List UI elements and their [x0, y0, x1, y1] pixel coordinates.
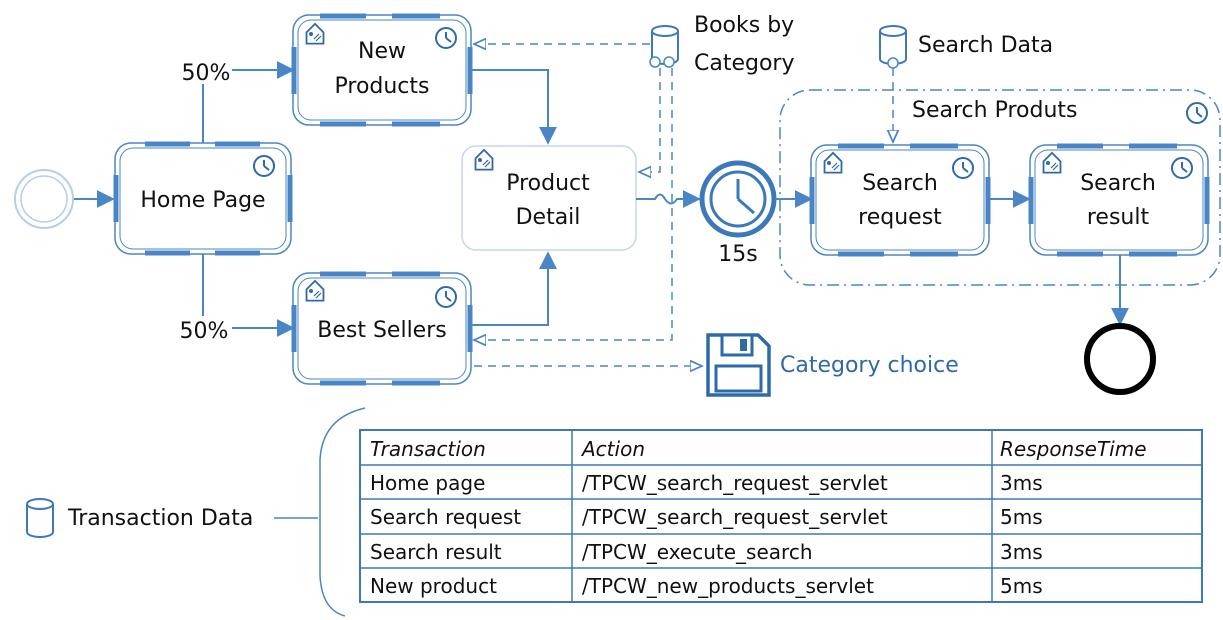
save-icon	[706, 333, 771, 397]
task-product-detail: Product Detail	[461, 145, 637, 251]
table-cell: 3ms	[1000, 471, 1043, 495]
table-cell: /TPCW_new_products_servlet	[582, 574, 874, 598]
clock-icon	[435, 27, 457, 49]
task-best-sellers: Best Sellers	[291, 271, 473, 386]
association-books-detail	[639, 68, 661, 172]
table-cell: 5ms	[1000, 505, 1043, 529]
clock-icon	[1171, 157, 1193, 179]
database-icon	[26, 498, 54, 538]
search-result-label-line2: result	[1087, 205, 1150, 230]
probability-new-products: 50%	[182, 61, 231, 86]
data-object-category-choice: Category choice	[706, 333, 959, 397]
table-cell: Search request	[370, 505, 521, 529]
timer-label: 15s	[718, 242, 757, 267]
table-cell: Search result	[370, 540, 502, 564]
table-header: Action	[580, 437, 645, 461]
clock-icon	[1186, 102, 1208, 124]
clock-icon	[952, 157, 974, 179]
table-cell: 3ms	[1000, 540, 1043, 564]
association-books-best-sellers	[474, 68, 673, 340]
data-store-books-by-category: Books by Category	[649, 13, 795, 76]
clock-icon	[253, 155, 275, 177]
search-result-label-line1: Search	[1080, 171, 1156, 196]
data-store-transaction-data: Transaction Data	[26, 498, 253, 538]
table-header: Transaction	[370, 437, 486, 461]
start-event	[14, 169, 74, 229]
books-by-category-label-line2: Category	[694, 51, 795, 76]
product-detail-label-line2: Detail	[516, 205, 581, 230]
search-request-label-line2: request	[858, 205, 942, 230]
task-search-result: Search result	[1028, 143, 1210, 257]
transaction-data-label: Transaction Data	[67, 506, 253, 531]
best-sellers-label: Best Sellers	[317, 318, 446, 343]
category-choice-label: Category choice	[780, 353, 959, 378]
probability-best-sellers: 50%	[180, 319, 229, 344]
product-detail-label-line1: Product	[506, 171, 590, 196]
table-cell: /TPCW_search_request_servlet	[582, 505, 888, 529]
flow-best-sellers-detail	[471, 251, 557, 326]
new-products-label-line1: New	[358, 39, 406, 64]
end-event	[1084, 323, 1156, 395]
flow-detail-timer	[636, 190, 701, 208]
task-search-request: Search request	[809, 143, 991, 257]
table-cell: /TPCW_search_request_servlet	[582, 471, 888, 495]
timer-event: 15s	[699, 160, 777, 267]
clock-icon	[435, 286, 457, 308]
books-by-category-label-line1: Books by	[694, 13, 794, 38]
table-cell: /TPCW_execute_search	[582, 540, 813, 564]
table-cell: Home page	[370, 471, 485, 495]
task-new-products: New Products	[291, 13, 473, 127]
group-search-products: Search Produts	[779, 89, 1221, 286]
flow-new-products-detail	[471, 69, 557, 145]
search-request-label-line1: Search	[862, 171, 938, 196]
table-header: ResponseTime	[1000, 437, 1147, 461]
task-home-page: Home Page	[113, 141, 293, 256]
data-store-search-data: Search Data	[879, 25, 1053, 69]
group-label: Search Produts	[912, 98, 1077, 123]
table-cell: New product	[370, 574, 497, 598]
home-page-label: Home Page	[140, 188, 265, 213]
annotation-bracket	[319, 407, 366, 617]
clock-icon	[709, 170, 767, 228]
new-products-label-line2: Products	[335, 74, 430, 99]
transaction-table: Transaction Action ResponseTime Home pag…	[359, 429, 1203, 603]
search-data-label: Search Data	[918, 33, 1053, 58]
table-cell: 5ms	[1000, 574, 1043, 598]
